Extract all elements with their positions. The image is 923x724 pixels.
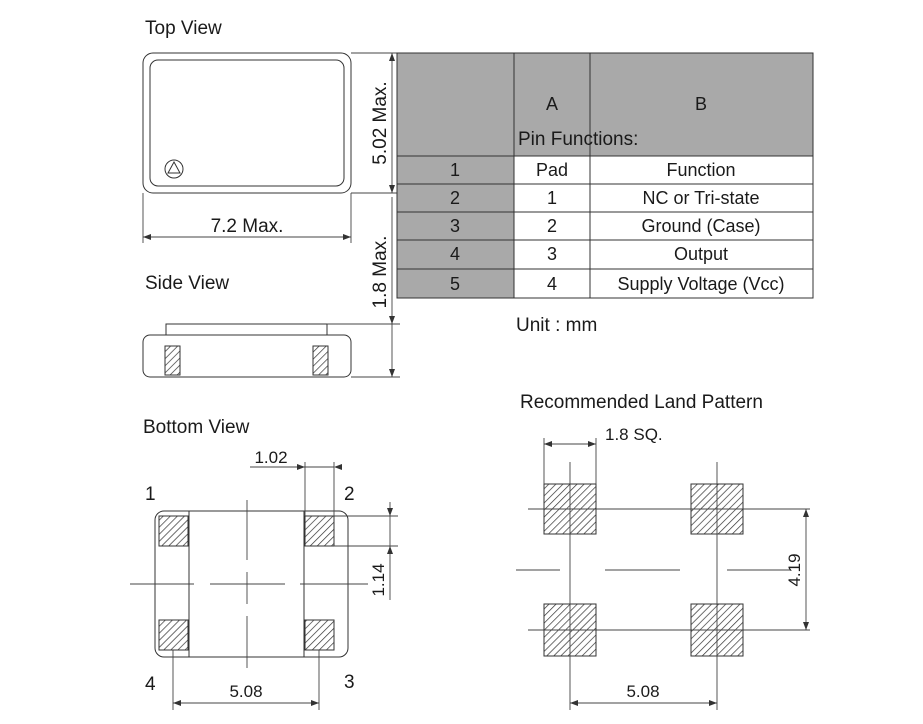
land-size-dimension bbox=[543, 438, 597, 484]
land-pattern-pads bbox=[516, 462, 810, 710]
top-view-title: Top View bbox=[145, 18, 222, 39]
land-pattern-title: Recommended Land Pattern bbox=[520, 392, 763, 413]
table-cell-pad: 3 bbox=[547, 244, 557, 264]
pad-height-label: 1.14 bbox=[369, 563, 388, 596]
table-cell-function: Function bbox=[666, 160, 735, 180]
table-cell-pad: 2 bbox=[547, 216, 557, 236]
side-view-package bbox=[142, 323, 352, 378]
land-size-label: 1.8 SQ. bbox=[605, 425, 663, 444]
table-row-number: 5 bbox=[450, 274, 460, 294]
table-cell-pad: 1 bbox=[547, 188, 557, 208]
pad-pitch-label: 5.08 bbox=[229, 682, 262, 701]
pin-number-4: 4 bbox=[145, 674, 156, 695]
pin-number-2: 2 bbox=[344, 484, 355, 505]
height-dimension bbox=[351, 52, 400, 194]
table-title: Pin Functions: bbox=[518, 129, 638, 150]
table-cell-pad: Pad bbox=[536, 160, 568, 180]
table-col-b-header: B bbox=[695, 94, 707, 114]
table-row-number: 4 bbox=[450, 244, 460, 264]
table-row-number: 3 bbox=[450, 216, 460, 236]
table-cell-function: Ground (Case) bbox=[641, 216, 760, 236]
bottom-view-title: Bottom View bbox=[143, 417, 250, 438]
width-max-label: 7.2 Max. bbox=[211, 216, 284, 237]
table-cell-function: NC or Tri-state bbox=[642, 188, 759, 208]
pin-number-3: 3 bbox=[344, 672, 355, 693]
table-row-number: 2 bbox=[450, 188, 460, 208]
height-max-label: 5.02 Max. bbox=[370, 81, 391, 164]
pin-number-1: 1 bbox=[145, 484, 156, 505]
land-horizontal-pitch-dimension bbox=[570, 700, 717, 706]
land-horizontal-pitch-label: 5.08 bbox=[626, 682, 659, 701]
table-cell-pad: 4 bbox=[547, 274, 557, 294]
pin-functions-table bbox=[396, 52, 814, 299]
unit-note: Unit : mm bbox=[516, 315, 597, 336]
table-cell-function: Supply Voltage (Vcc) bbox=[617, 274, 784, 294]
table-cell-function: Output bbox=[674, 244, 728, 264]
top-view-package bbox=[142, 52, 352, 194]
land-vertical-pitch-dimension bbox=[803, 509, 809, 630]
width-dimension bbox=[142, 193, 352, 243]
land-vertical-pitch-label: 4.19 bbox=[785, 553, 804, 586]
pad-spacing-dimension bbox=[250, 462, 342, 516]
thickness-max-label: 1.8 Max. bbox=[370, 236, 391, 309]
bottom-view-package bbox=[130, 500, 368, 668]
pad-spacing-label: 1.02 bbox=[254, 448, 287, 467]
pad-pitch-dimension bbox=[172, 650, 320, 710]
thickness-dimension bbox=[327, 197, 400, 378]
side-view-title: Side View bbox=[145, 273, 229, 294]
pad-height-dimension bbox=[334, 502, 398, 600]
table-row-number: 1 bbox=[450, 160, 460, 180]
table-col-a-header: A bbox=[546, 94, 558, 114]
pin1-marker-icon bbox=[164, 159, 184, 179]
